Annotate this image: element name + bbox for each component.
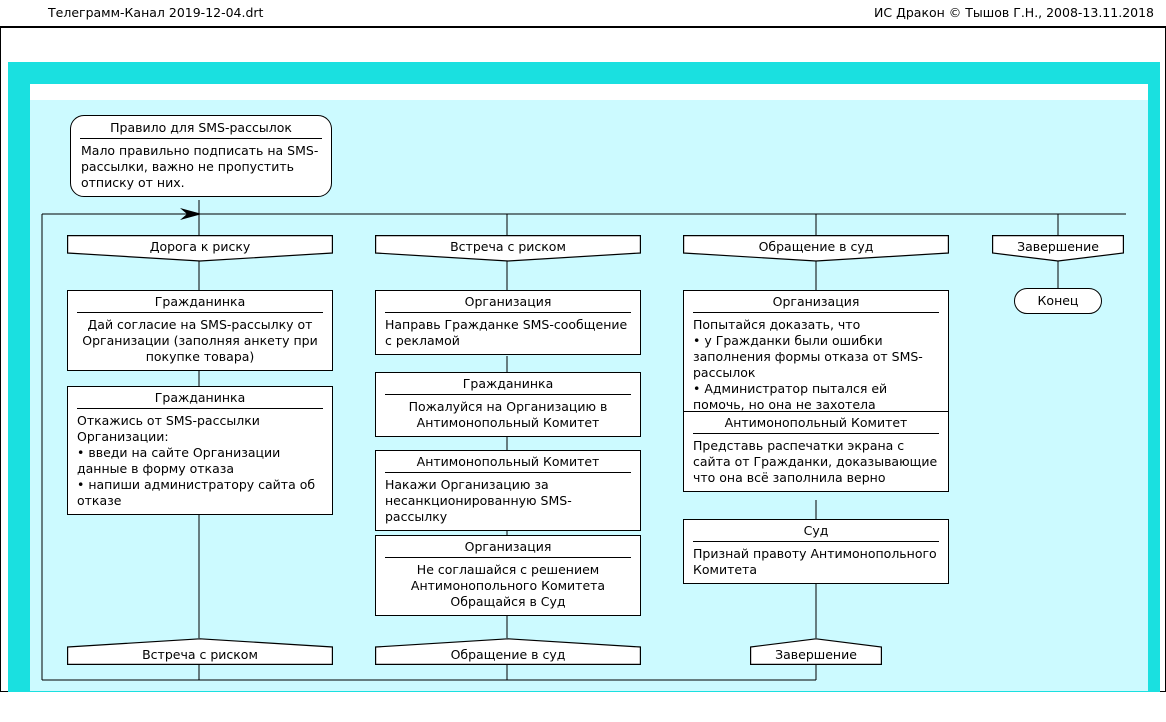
action-body-line: Попытайся доказать, что [693, 317, 861, 332]
action-divider [693, 312, 939, 313]
action-node[interactable]: Гражданинка Откажись от SMS-рассылки Орг… [67, 386, 333, 515]
action-body: Накажи Организацию за несанкционированну… [385, 477, 572, 524]
action-body: Представь распечатки экрана с сайта от Г… [693, 438, 938, 485]
action-node[interactable]: Организация Не соглашайся с решением Ант… [375, 535, 641, 616]
branch-exit-vstrecha-s-riskom[interactable]: Встреча с риском [67, 638, 333, 665]
diagram-frame: Правило для SMS-рассылок Мало правильно … [0, 27, 1166, 713]
action-caption: Антимонопольный Комитет [416, 454, 600, 469]
action-body-line: • введи на сайте Организации данные в фо… [77, 445, 281, 476]
header-divider [80, 138, 322, 139]
action-node[interactable]: Организация Направь Гражданке SMS-сообще… [375, 290, 641, 355]
action-body: Попытайся доказать, что • у Гражданки бы… [684, 313, 948, 418]
action-body: Пожалуйся на Организацию в Антимонопольн… [408, 399, 608, 430]
action-node[interactable]: Антимонопольный Комитет Накажи Организац… [375, 450, 641, 531]
action-body-line: • у Гражданки были ошибки заполнения фор… [693, 333, 923, 380]
action-body-line: • Администратор пытался ей помочь, но он… [693, 381, 888, 412]
action-divider [385, 472, 631, 473]
branch-head-doroga-k-risku[interactable]: Дорога к риску [67, 235, 333, 262]
branch-exit-zavershenie[interactable]: Завершение [750, 638, 882, 665]
diagram-top-white-strip [30, 84, 1148, 100]
application-copyright: ИС Дракон © Тышов Г.Н., 2008-13.11.2018 [874, 5, 1154, 20]
action-body: Откажись от SMS-рассылки Организации: • … [68, 409, 332, 514]
action-caption: Антимонопольный Комитет [724, 415, 908, 430]
flow-arrow-head [180, 208, 202, 220]
action-body: Дай согласие на SMS-рассылку от Организа… [82, 317, 318, 364]
action-divider [77, 312, 323, 313]
header-body: Мало правильно подписать на SMS-рассылки… [81, 143, 319, 190]
action-caption: Организация [772, 294, 860, 309]
action-caption: Гражданинка [154, 294, 246, 309]
action-node[interactable]: Организация Попытайся доказать, что • у … [683, 290, 949, 419]
branch-head-obrashchenie-v-sud[interactable]: Обращение в суд [683, 235, 949, 262]
end-terminator-label: Конец [1037, 293, 1079, 308]
action-body: Не соглашайся с решением Антимонопольног… [410, 562, 606, 609]
action-divider [385, 394, 631, 395]
header-caption: Правило для SMS-рассылок [110, 120, 292, 135]
action-caption: Суд [803, 523, 829, 538]
action-caption: Гражданинка [462, 376, 554, 391]
action-body-line: Откажись от SMS-рассылки Организации: [77, 413, 260, 444]
branch-exit-obrashchenie-v-sud[interactable]: Обращение в суд [375, 638, 641, 665]
window-bottom-margin [0, 692, 1166, 722]
action-body: Признай правоту Антимонопольного Комитет… [693, 546, 937, 577]
action-node[interactable]: Гражданинка Пожалуйся на Организацию в А… [375, 372, 641, 437]
action-body: Направь Гражданке SMS-сообщение с реклам… [385, 317, 628, 348]
branch-head-zavershenie[interactable]: Завершение [992, 235, 1124, 262]
action-caption: Организация [464, 539, 552, 554]
diagram-canvas[interactable]: Правило для SMS-рассылок Мало правильно … [30, 100, 1148, 691]
action-divider [385, 312, 631, 313]
connector-lines [41, 200, 1126, 681]
action-node[interactable]: Антимонопольный Комитет Представь распеч… [683, 411, 949, 492]
end-terminator-node[interactable]: Конец [1014, 288, 1102, 314]
branch-head-vstrecha-s-riskom[interactable]: Встреча с риском [375, 235, 641, 262]
action-divider [385, 557, 631, 558]
action-caption: Гражданинка [154, 390, 246, 405]
diagram-header-node[interactable]: Правило для SMS-рассылок Мало правильно … [70, 115, 332, 197]
title-bar: Телеграмм-Канал 2019-12-04.drt ИС Дракон… [0, 0, 1166, 27]
action-divider [77, 408, 323, 409]
action-divider [693, 433, 939, 434]
document-file-name: Телеграмм-Канал 2019-12-04.drt [48, 5, 264, 20]
action-divider [693, 541, 939, 542]
action-caption: Организация [464, 294, 552, 309]
action-node[interactable]: Гражданинка Дай согласие на SMS-рассылку… [67, 290, 333, 371]
action-body-line: • напиши администратору сайта об отказе [77, 477, 316, 508]
action-node[interactable]: Суд Признай правоту Антимонопольного Ком… [683, 519, 949, 584]
